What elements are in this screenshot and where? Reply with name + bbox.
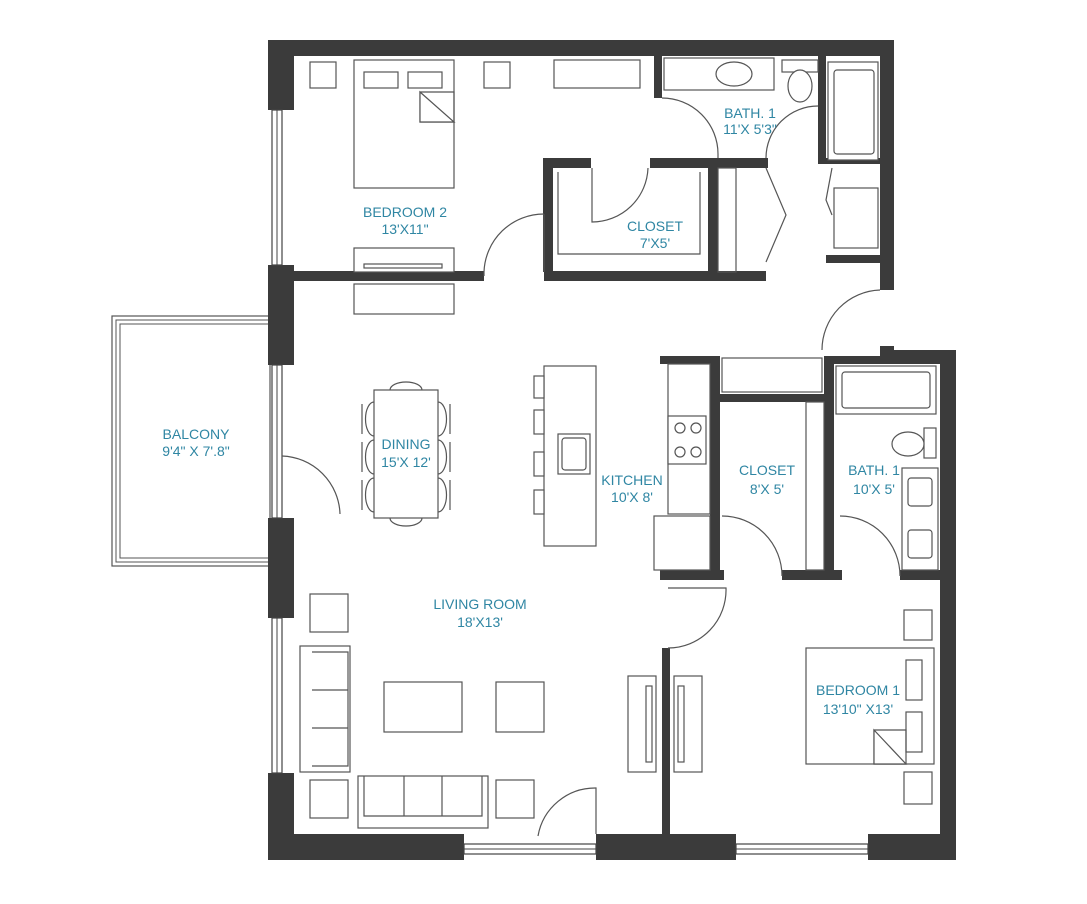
closet-mid-name: CLOSET [739, 462, 795, 478]
living-room-name: LIVING ROOM [433, 596, 526, 612]
kitchen-fixtures [533, 357, 823, 571]
bedroom1-size: 13'10" X13' [823, 701, 893, 717]
dining-set [361, 381, 451, 527]
closet-top-name: CLOSET [627, 218, 683, 234]
bedroom2-name: BEDROOM 2 [363, 204, 447, 220]
closet-top-size: 7'X5' [640, 235, 670, 251]
kitchen-size: 10'X 8' [611, 489, 653, 505]
bedroom2-size: 13'X11" [381, 221, 428, 237]
closet-mid-size: 8'X 5' [750, 481, 784, 497]
doors [281, 97, 901, 837]
windows [271, 109, 869, 855]
bath-mid-size: 10'X 5' [853, 481, 895, 497]
closet-mid-shelving [805, 401, 825, 571]
living-room-size: 18'X13' [457, 614, 503, 630]
dining-name: DINING [382, 436, 431, 452]
interior-walls [294, 56, 944, 838]
bath-top-fixtures [663, 57, 879, 249]
balcony-size: 9'4" X 7'.8" [162, 443, 229, 459]
room-labels: BEDROOM 2 13'X11" CLOSET 7'X5' BATH. 1 1… [162, 105, 900, 717]
balcony-name: BALCONY [163, 426, 231, 442]
bedroom1-wardrobes [627, 675, 703, 773]
closet-top-shelving [557, 167, 737, 273]
kitchen-name: KITCHEN [601, 472, 662, 488]
bath-top-size: 11'X 5'3" [723, 121, 777, 137]
bedroom1-furniture [805, 609, 935, 805]
bedroom1-name: BEDROOM 1 [816, 682, 900, 698]
living-room-furniture [299, 593, 545, 829]
dining-size: 15'X 12' [381, 454, 431, 470]
exterior-walls [268, 40, 956, 860]
bedroom2-furniture [309, 59, 641, 315]
balcony [111, 315, 271, 567]
bath-mid-fixtures [835, 365, 939, 571]
bath-top-name: BATH. 1 [724, 105, 776, 121]
bath-mid-name: BATH. 1 [848, 462, 900, 478]
